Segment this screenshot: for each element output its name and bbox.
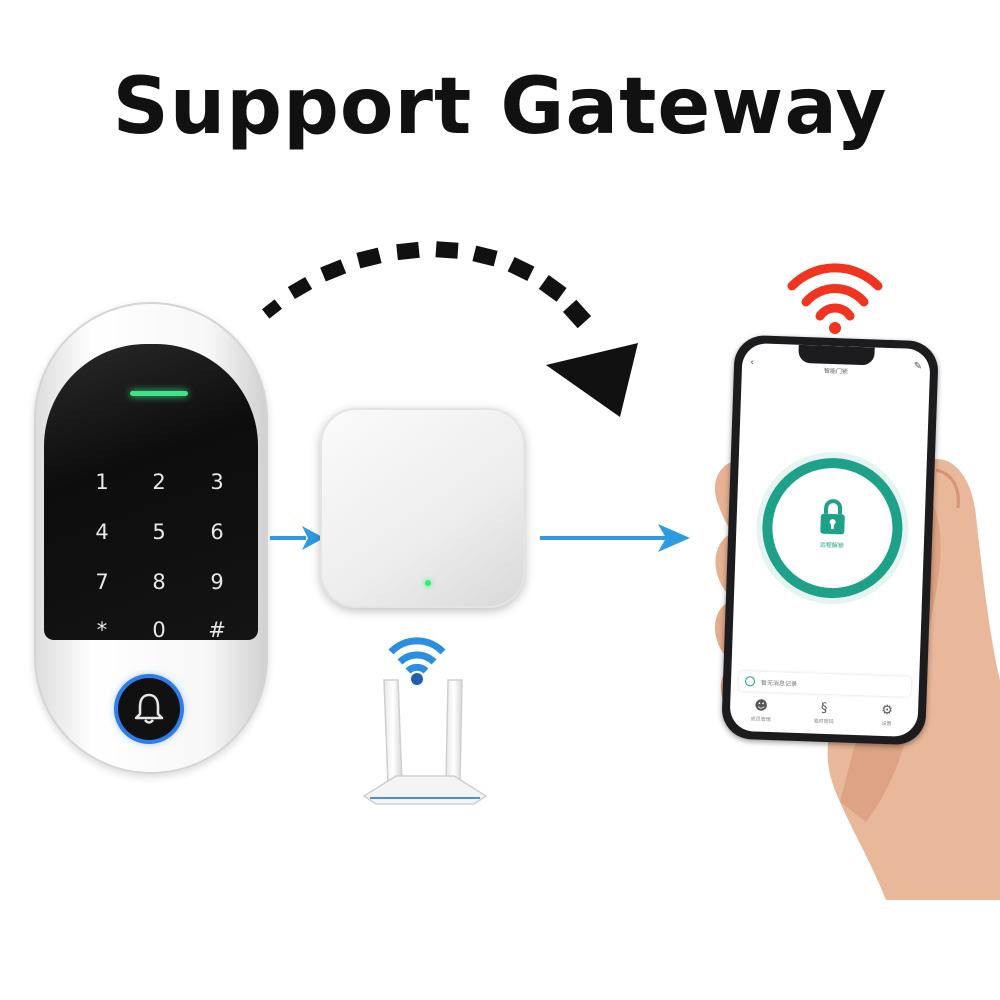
lock-label: 远程解锁 — [819, 541, 844, 550]
arrow-right-icon — [270, 526, 324, 550]
nav-settings[interactable]: ⚙ 设置 — [862, 703, 913, 728]
nav-temp-password[interactable]: § 临时密码 — [799, 701, 850, 726]
arrow-right-icon — [540, 524, 690, 552]
status-led — [130, 391, 188, 396]
keypad-device: 1 2 3 4 5 6 7 8 9 * 0 # — [34, 302, 268, 774]
phone-notch — [798, 344, 875, 366]
wifi-signal-icon — [787, 263, 883, 334]
doorbell-button[interactable] — [118, 678, 180, 740]
bell-outline-icon — [744, 676, 756, 687]
key-2[interactable]: 2 — [152, 470, 166, 494]
gateway-status-led — [425, 580, 431, 586]
key-star[interactable]: * — [96, 618, 108, 642]
key-5[interactable]: 5 — [152, 520, 166, 544]
smartphone: ‹ 智能门锁 ✎ 远程解锁 暂无消息记录 ☻ 成员管理 § 临时密码 ⚙ 设置 — [721, 334, 939, 746]
message-bar[interactable]: 暂无消息记录 — [738, 670, 912, 697]
wifi-router — [362, 679, 488, 805]
bell-icon — [134, 693, 164, 724]
phone-screen: ‹ 智能门锁 ✎ 远程解锁 暂无消息记录 ☻ 成员管理 § 临时密码 ⚙ 设置 — [729, 342, 931, 738]
keypad-touch-panel: 1 2 3 4 5 6 7 8 9 * 0 # — [44, 344, 258, 642]
remote-unlock-button[interactable]: 远程解锁 — [760, 455, 905, 601]
page-title: Support Gateway — [112, 62, 888, 152]
settings-icon: ⚙ — [880, 702, 894, 719]
password-icon: § — [820, 700, 828, 717]
wifi-signal-icon — [388, 637, 446, 685]
key-hash[interactable]: # — [208, 618, 226, 642]
key-4[interactable]: 4 — [95, 520, 109, 544]
key-0[interactable]: 0 — [152, 618, 166, 642]
lock-icon — [820, 499, 845, 535]
dashed-curved-arrow — [262, 241, 638, 417]
key-7[interactable]: 7 — [95, 570, 109, 594]
user-icon: ☻ — [754, 698, 769, 714]
key-1[interactable]: 1 — [95, 470, 109, 494]
gateway-hub — [320, 408, 525, 608]
app-header-title: 智能门锁 — [823, 367, 848, 376]
key-8[interactable]: 8 — [152, 570, 166, 594]
key-6[interactable]: 6 — [210, 520, 224, 544]
key-3[interactable]: 3 — [210, 470, 224, 494]
key-9[interactable]: 9 — [210, 570, 224, 594]
edit-icon[interactable]: ✎ — [913, 360, 923, 373]
message-text: 暂无消息记录 — [760, 679, 798, 688]
nav-members[interactable]: ☻ 成员管理 — [736, 698, 787, 724]
